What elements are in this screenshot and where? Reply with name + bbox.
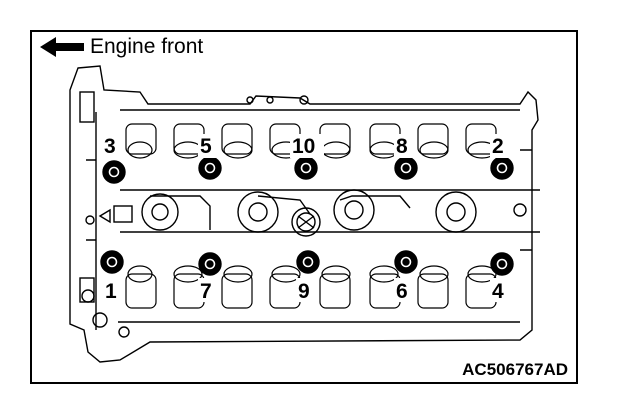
diagram-frame [30,30,578,384]
bolt-9 [296,250,320,274]
bolt-number-4: 4 [492,280,504,303]
bolt-3 [102,160,126,184]
bolt-number-10: 10 [292,135,315,158]
bolt-number-3: 3 [104,135,116,158]
head-bolts [100,156,514,276]
bolt-number-6: 6 [396,280,408,303]
bolt-5 [198,156,222,180]
engine-front-legend: Engine front [40,35,203,59]
bolt-number-2: 2 [492,135,504,158]
bolt-7 [198,252,222,276]
bolt-number-5: 5 [200,135,212,158]
bolt-number-1: 1 [105,280,117,303]
spark-plug-bores [98,189,540,237]
arrow-left-icon [40,37,84,57]
bolt-1 [100,250,124,274]
bolt-numbers: 3 5 10 8 2 1 7 9 6 4 [102,134,510,303]
bolt-8 [394,156,418,180]
bolt-number-8: 8 [396,135,408,158]
cylinder-head-outline [69,65,539,363]
bolt-number-7: 7 [200,280,212,303]
engine-front-label: Engine front [90,35,204,58]
figure-id: AC506767AD [462,360,568,379]
bolt-10 [294,156,318,180]
bolt-4 [490,252,514,276]
bolt-2 [490,156,514,180]
bolt-number-9: 9 [298,280,310,303]
bolt-6 [394,250,418,274]
